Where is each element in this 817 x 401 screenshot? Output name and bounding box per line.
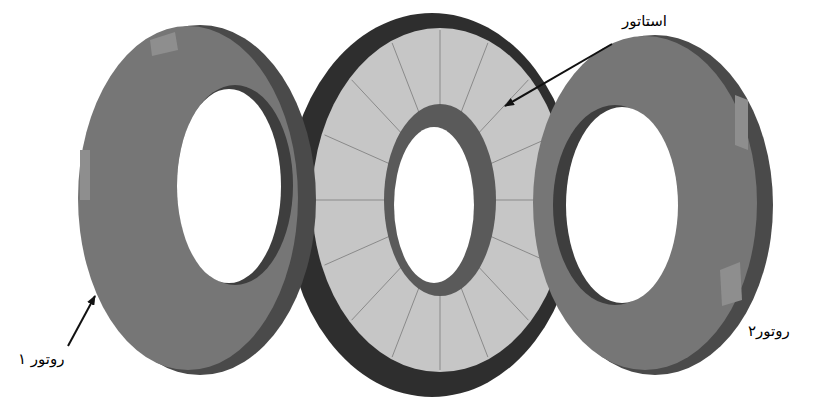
rotor-disc	[533, 35, 773, 375]
part-label: روتور ۱	[18, 350, 65, 368]
rotor-disc	[78, 25, 316, 375]
part-label: استاتور	[622, 12, 667, 30]
leader-arrow	[68, 296, 95, 346]
part-label: روتور۲	[748, 322, 790, 340]
leader-arrow	[505, 44, 612, 106]
